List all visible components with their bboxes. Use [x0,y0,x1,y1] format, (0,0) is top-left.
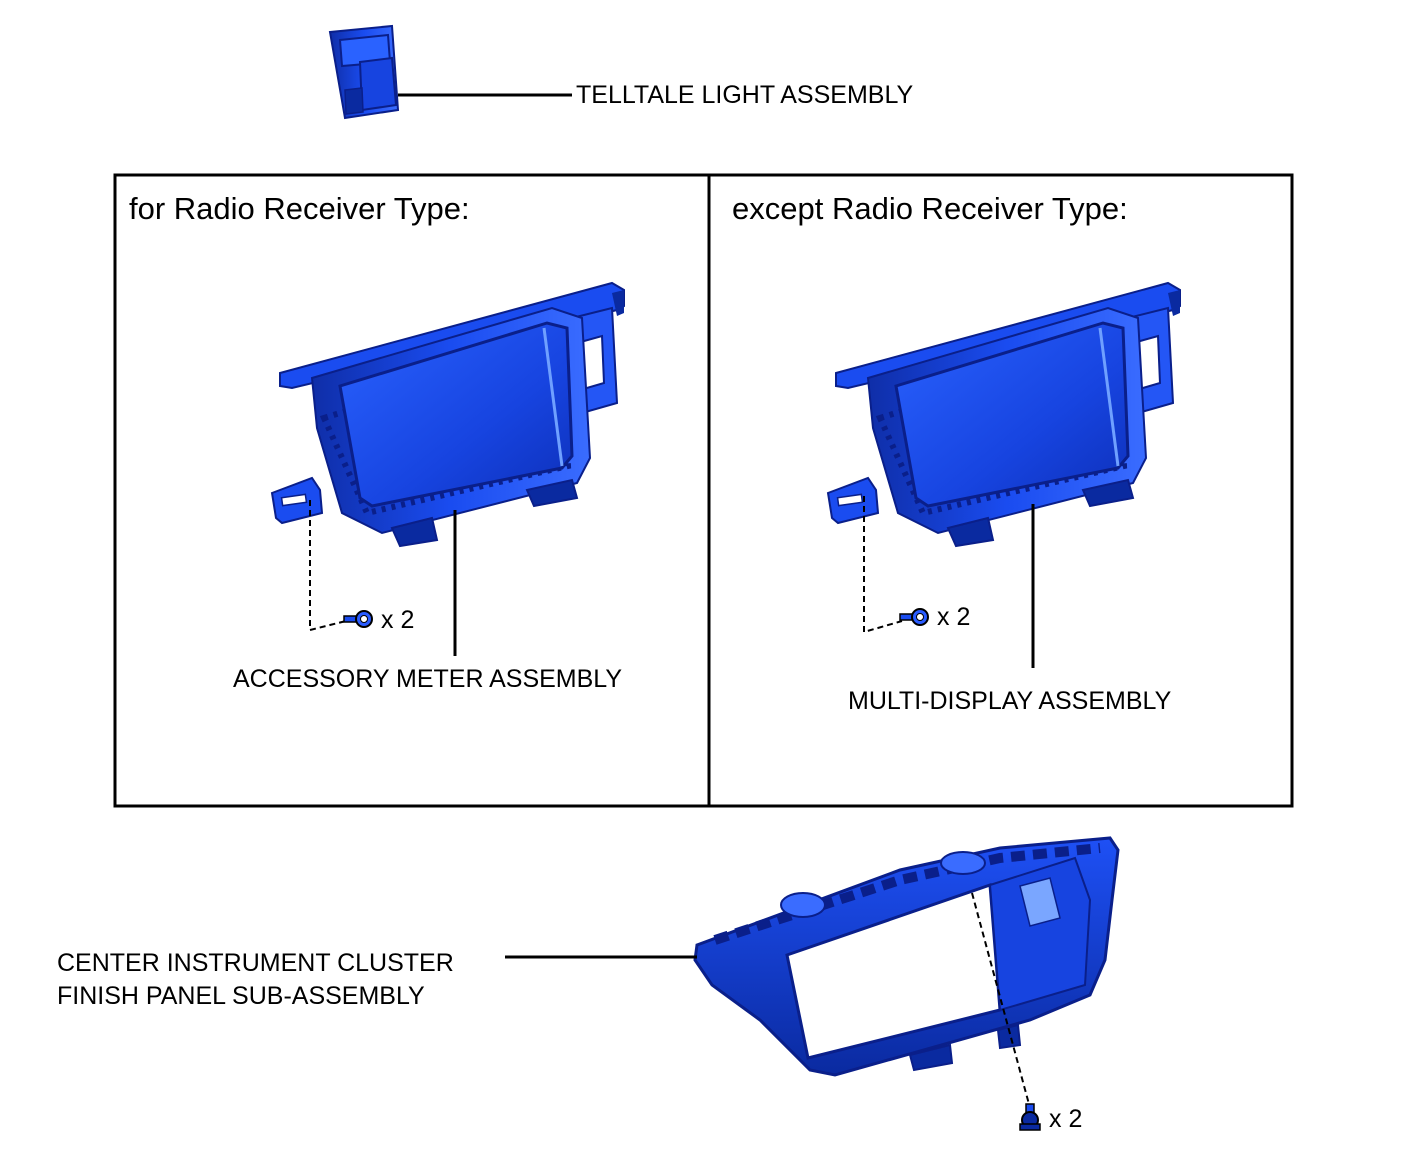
left-screw-dashed-line [309,500,347,632]
right-screw-count: x 2 [937,603,970,631]
telltale-light-assembly [328,24,400,120]
left-screw-icon [343,610,373,628]
center-panel-label-line1: CENTER INSTRUMENT CLUSTER [57,949,454,977]
left-panel-title: for Radio Receiver Type: [129,191,470,226]
left-screw-count: x 2 [381,606,414,634]
accessory-meter-label: ACCESSORY METER ASSEMBLY [233,665,622,693]
right-panel-title: except Radio Receiver Type: [732,191,1128,226]
comparison-frame [113,173,1294,808]
right-screw-icon [899,608,929,626]
bottom-clip-icon [1019,1103,1041,1131]
bottom-clip-dashed-line [971,892,1031,1109]
accessory-meter-assembly [272,283,624,546]
center-panel-label-line2: FINISH PANEL SUB-ASSEMBLY [57,982,425,1010]
center-cluster-finish-panel [693,836,1120,1077]
bottom-clip-count: x 2 [1049,1105,1082,1133]
multi-display-assembly [828,283,1180,546]
multi-display-label: MULTI-DISPLAY ASSEMBLY [848,687,1172,715]
right-screw-dashed-line [863,496,903,634]
telltale-label: TELLTALE LIGHT ASSEMBLY [576,81,913,109]
